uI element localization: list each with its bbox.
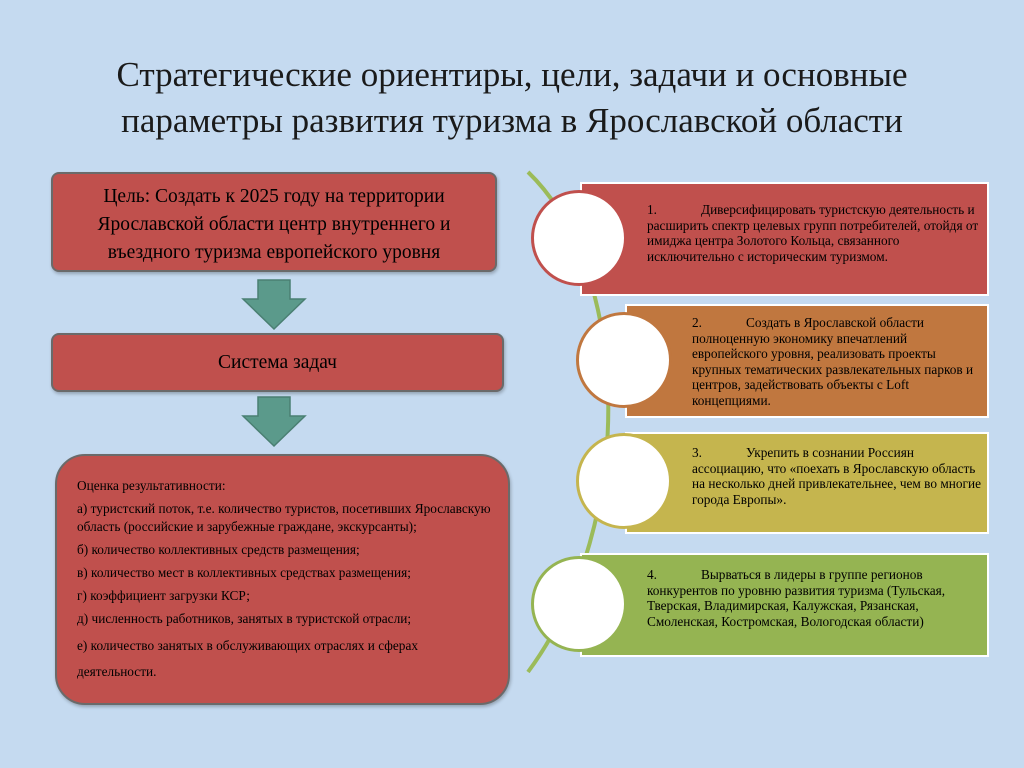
evaluation-item: в) количество мест в коллективных средст… [77,565,411,580]
objective-3-box: 3.Укрепить в сознании Россиян ассоциацию… [625,432,989,534]
objective-3-number: 3. [692,445,702,460]
goal-line-2: Ярославской области центр внутреннего и [97,214,451,235]
evaluation-item: д) численность работников, занятых в тур… [77,611,412,626]
tasks-label: Система задач [218,351,337,373]
objective-4-circle [531,556,627,652]
evaluation-item: а) туристский поток, т.е. количество тур… [77,501,491,534]
objective-2-text: Создать в Ярославской области полноценну… [692,315,974,408]
evaluation-box: Оценка результативности: а) туристский п… [55,454,510,705]
tasks-box: Система задач [51,333,504,392]
title-line-1: Стратегические ориентиры, цели, задачи и… [116,55,908,94]
objective-1-text: Диверсифицировать туристскую деятельност… [647,202,979,264]
down-arrow-1 [241,279,307,331]
down-arrow-2 [241,396,307,448]
evaluation-item: б) количество коллективных средств разме… [77,542,360,557]
objective-3-text: Укрепить в сознании Россиян ассоциацию, … [692,445,981,507]
goal-box: Цель: Создать к 2025 году на территории … [51,172,497,272]
title-line-2: параметры развития туризма в Ярославской… [121,101,903,140]
objective-4-text: Вырваться в лидеры в группе регионов кон… [647,567,946,629]
objective-4-box: 4.Вырваться в лидеры в группе регионов к… [580,553,989,657]
evaluation-heading: Оценка результативности: [77,478,226,493]
page-title: Стратегические ориентиры, цели, задачи и… [20,52,1004,144]
objective-4-number: 4. [647,567,657,582]
goal-line-1: Цель: Создать к 2025 году на территории [103,186,445,207]
objective-2-number: 2. [692,315,702,330]
objective-2-circle [576,312,672,408]
objective-2-box: 2.Создать в Ярославской области полноцен… [625,304,989,418]
evaluation-item: г) коэффициент загрузки КСР; [77,588,250,603]
goal-line-3: въездного туризма европейского уровня [107,242,441,263]
evaluation-item: е) количество занятых в обслуживающих от… [77,638,418,679]
objective-1-circle [531,190,627,286]
objective-1-box: 1.Диверсифицировать туристскую деятельно… [580,182,989,296]
objective-3-circle [576,433,672,529]
objective-1-number: 1. [647,202,657,217]
